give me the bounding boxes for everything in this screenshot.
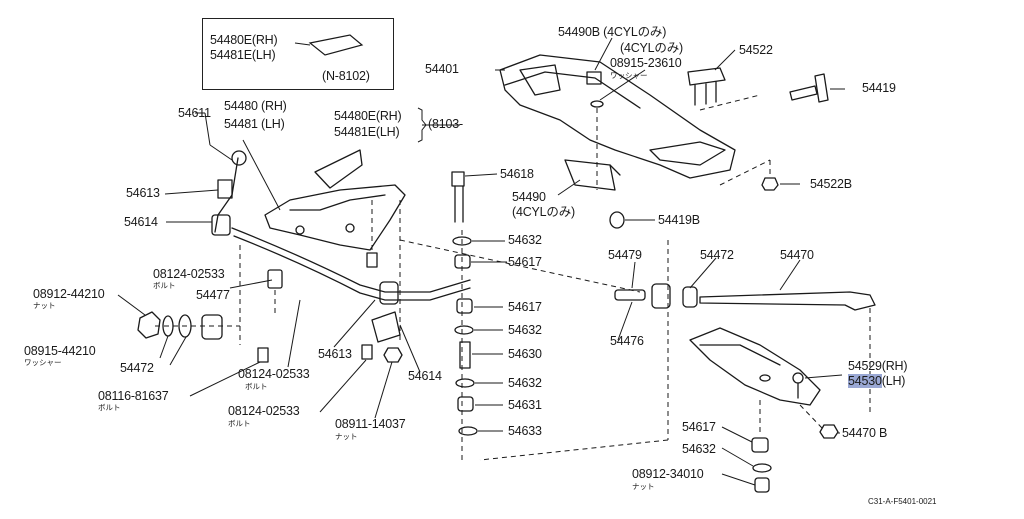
- label-08124-a: 08124-02533: [153, 267, 225, 281]
- bolt-54419: [789, 73, 829, 103]
- label-54611: 54611: [178, 106, 211, 120]
- label-54490: 54490: [512, 190, 546, 204]
- label-washer-1: ワッシャー: [610, 71, 648, 80]
- label-54529-rh: 54529(RH): [848, 359, 908, 373]
- label-washer-2: ワッシャー: [24, 358, 62, 367]
- label-54617-b: 54617: [508, 300, 542, 314]
- label-08124-c: 08124-02533: [228, 404, 300, 418]
- label-54477: 54477: [196, 288, 230, 302]
- label-54419b: 54419B: [658, 213, 700, 227]
- label-54632-c: 54632: [508, 376, 542, 390]
- crossmember-54401: [499, 54, 736, 191]
- label-54614-b: 54614: [408, 369, 442, 383]
- inset-label-rh: 54480E(RH): [210, 33, 278, 47]
- label-54613-a: 54613: [126, 186, 160, 200]
- label-54530-lh: 54530(LH): [848, 374, 906, 388]
- label-4cyl: (4CYLのみ): [620, 41, 683, 55]
- label-54617-a: 54617: [508, 255, 542, 269]
- label-54632-b: 54632: [508, 323, 542, 337]
- label-bolt-3: ボルト: [98, 403, 121, 412]
- label-54472-a: 54472: [700, 248, 734, 262]
- label-54419: 54419: [862, 81, 896, 95]
- label-54481: 54481 (LH): [224, 117, 285, 131]
- figure-code: C31-A-F5401-0021: [868, 497, 937, 506]
- label-8103: (8103-: [428, 117, 463, 131]
- label-54479: 54479: [608, 248, 642, 262]
- label-nut-3: ナット: [632, 482, 655, 491]
- inset-label-lh: 54481E(LH): [210, 48, 276, 62]
- inset-note: (N-8102): [322, 69, 370, 83]
- label-bolt-2: ボルト: [245, 382, 268, 391]
- label-54522: 54522: [739, 43, 773, 57]
- label-08915-23610: 08915-23610: [610, 56, 682, 70]
- label-bolt-4: ボルト: [228, 419, 251, 428]
- label-54618: 54618: [500, 167, 534, 181]
- label-54401: 54401: [425, 62, 459, 76]
- label-54476: 54476: [610, 334, 644, 348]
- label-08912-44210: 08912-44210: [33, 287, 105, 301]
- label-54480: 54480 (RH): [224, 99, 287, 113]
- label-54522b: 54522B: [810, 177, 852, 191]
- label-08911-14037: 08911-14037: [335, 417, 406, 431]
- label-54632-d: 54632: [682, 442, 716, 456]
- label-54633: 54633: [508, 424, 542, 438]
- label-08116-81637: 08116-81637: [98, 389, 169, 403]
- label-08915-44210: 08915-44210: [24, 344, 96, 358]
- label-54470: 54470: [780, 248, 814, 262]
- label-54613-b: 54613: [318, 347, 352, 361]
- label-08124-b: 08124-02533: [238, 367, 310, 381]
- label-bolt-1: ボルト: [153, 281, 176, 290]
- label-54470b: 54470 B: [842, 426, 888, 440]
- label-54490-4cyl: (4CYLのみ): [512, 205, 575, 219]
- bracket-54480: [264, 184, 406, 251]
- label-nut-2: ナット: [335, 432, 358, 441]
- bushing-54419b: [609, 211, 625, 229]
- label-54630: 54630: [508, 347, 542, 361]
- label-54481e: 54481E(LH): [334, 125, 400, 139]
- lower-arm-54529: [689, 327, 821, 406]
- label-54632-a: 54632: [508, 233, 542, 247]
- nut-54490b: [586, 71, 602, 85]
- highlight-54530: 54530: [848, 374, 882, 388]
- label-54480e: 54480E(RH): [334, 109, 402, 123]
- label-nut-1: ナット: [33, 301, 56, 310]
- label-54631: 54631: [508, 398, 542, 412]
- label-54614-a: 54614: [124, 215, 158, 229]
- bracket-54522: [687, 67, 726, 106]
- label-54617-c: 54617: [682, 420, 716, 434]
- label-54490b: 54490B (4CYLのみ): [558, 25, 667, 39]
- inset-54480e: [202, 18, 394, 90]
- label-54530-side: (LH): [881, 374, 906, 388]
- label-54472-b: 54472: [120, 361, 154, 375]
- label-08912-34010: 08912-34010: [632, 467, 704, 481]
